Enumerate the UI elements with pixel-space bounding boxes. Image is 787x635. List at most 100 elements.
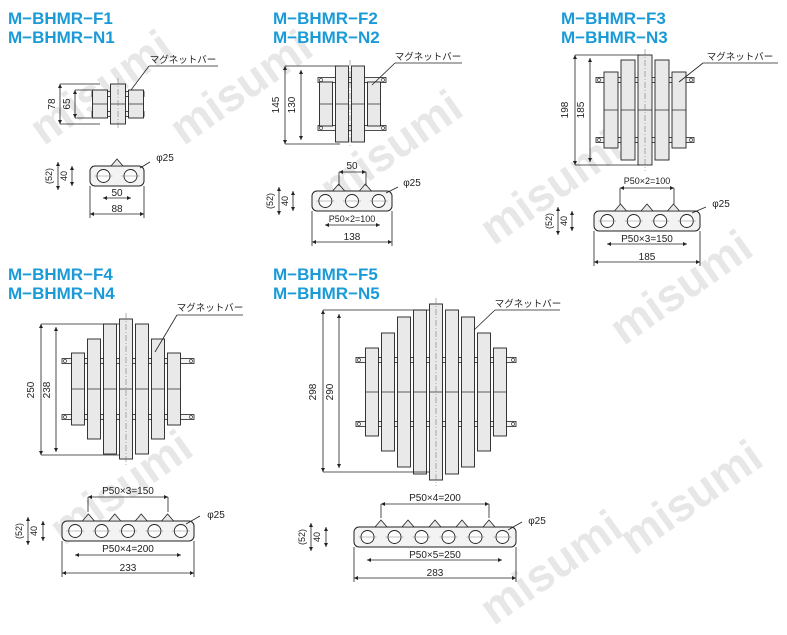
dim-text-height-outer-5: 298	[308, 383, 319, 400]
dim-bar-ref-3-arrow-top	[556, 207, 560, 211]
magnet-tooth	[666, 203, 681, 212]
dim-height-outer-3-arrow-top	[573, 55, 577, 59]
dim-text-height-inner-2: 130	[287, 96, 298, 113]
dim-pitch-5-arrow-left	[367, 558, 371, 562]
dim-text-height-outer-1: 78	[47, 98, 58, 110]
rod-nut	[597, 78, 601, 82]
dim-bar-height-5-arrow-top	[324, 527, 328, 531]
side-view-6	[353, 519, 517, 548]
front-view-3	[595, 49, 695, 171]
rod-nut	[63, 415, 67, 419]
model-code-n4: M−BHMR−N4	[8, 284, 115, 303]
dim-text-diameter-3: φ25	[712, 199, 730, 210]
dim-text-height-inner-3: 185	[576, 101, 587, 118]
front-view-5	[355, 298, 517, 486]
dim-length-5-arrow-left	[354, 576, 358, 580]
model-code-f1: M−BHMR−F1	[8, 9, 113, 28]
rod-nut	[511, 358, 515, 362]
dim-bar-height-2-arrow-top	[291, 191, 295, 195]
dim-height-outer-5-arrow-bottom	[321, 468, 325, 472]
dim-text-bar-ref-2: (52)	[265, 193, 275, 209]
dim-text-bar-height-4: 40	[29, 526, 39, 536]
dim-length-4-arrow-right	[190, 571, 194, 575]
dim-height-inner-2-arrow-bottom	[299, 136, 303, 140]
rod-nut	[597, 138, 601, 142]
dim-height-inner-3-arrow-bottom	[588, 158, 592, 162]
dim-bar-height-4-arrow-bottom	[41, 537, 45, 541]
model-code-n1: M−BHMR−N1	[8, 28, 115, 47]
leader-magnet-3	[678, 62, 704, 83]
dim-text-pitch-4: P50×4=200	[102, 544, 154, 555]
model-code-n2: M−BHMR−N2	[273, 28, 380, 47]
rod-nut	[381, 78, 385, 82]
leader-magnet-2	[371, 62, 396, 86]
dim-text-bar-ref-5: (52)	[297, 529, 307, 545]
dim-height-inner-4-arrow-bottom	[54, 448, 58, 452]
dim-height-outer-4-arrow-top	[39, 324, 43, 328]
model-title-3: M−BHMR−F3 M−BHMR−N3	[561, 9, 668, 47]
magnet-tooth	[455, 519, 469, 528]
dim-height-outer-1-arrow-top	[58, 84, 62, 88]
rod-nut	[189, 415, 193, 419]
dim-length-3-arrow-right	[696, 260, 700, 264]
model-title-5: M−BHMR−F5 M−BHMR−N5	[273, 265, 380, 303]
dim-bar-height-3-arrow-top	[570, 211, 574, 215]
leader-magnet-4	[154, 314, 178, 353]
dim-pitch-top-3-arrow-left	[620, 186, 624, 190]
dim-bar-ref-5-arrow-bottom	[309, 547, 313, 551]
magnet-tooth	[482, 519, 496, 528]
model-code-f5: M−BHMR−F5	[273, 265, 378, 284]
dim-length-1-arrow-left	[90, 212, 94, 216]
model-code-n5: M−BHMR−N5	[273, 284, 380, 303]
dim-height-outer-2-arrow-top	[283, 66, 287, 70]
magnet-bar-body	[353, 526, 517, 548]
leader-magnet-1	[130, 65, 150, 91]
dim-text-pitch-1: 50	[111, 188, 123, 199]
dim-pitch-2-arrow-left	[325, 223, 329, 227]
dim-length-4-arrow-left	[62, 571, 66, 575]
rod-nut	[63, 359, 67, 363]
dim-text-pitch-top-4: P50×3=150	[102, 486, 154, 497]
dim-text-height-outer-2: 145	[271, 96, 282, 113]
dim-height-inner-1-arrow-top	[73, 90, 77, 94]
rod-nut	[689, 138, 693, 142]
dim-bar-height-2-arrow-bottom	[291, 207, 295, 211]
dim-height-outer-4-arrow-bottom	[39, 451, 43, 455]
dim-text-height-inner-5: 290	[325, 383, 336, 400]
leader-dia-2	[385, 186, 399, 194]
dim-bar-height-5-arrow-bottom	[324, 543, 328, 547]
dim-bar-ref-2-arrow-top	[277, 187, 281, 191]
label-magnet-bar-4: マグネットバー	[177, 302, 244, 314]
dim-text-length-5: 283	[427, 568, 444, 579]
dim-pitch-5-arrow-right	[498, 558, 502, 562]
magnet-tooth	[107, 513, 122, 522]
front-view-1	[91, 78, 145, 130]
dim-pitch-4-arrow-left	[75, 553, 79, 557]
dim-height-outer-1-arrow-bottom	[58, 120, 62, 124]
dim-height-outer-2-arrow-bottom	[283, 140, 287, 144]
dim-text-bar-height-5: 40	[312, 532, 322, 542]
dim-height-inner-5-arrow-bottom	[337, 464, 341, 468]
dim-height-inner-3-arrow-top	[588, 58, 592, 62]
magnet-tooth	[110, 158, 124, 167]
dim-text-pitch-top-5: P50×4=200	[409, 493, 461, 504]
dim-length-5-arrow-right	[512, 576, 516, 580]
dim-text-height-inner-1: 65	[62, 98, 73, 110]
side-view-2	[311, 183, 393, 212]
leader-dia-4	[185, 515, 201, 525]
magnet-tooth	[134, 513, 149, 522]
dim-bar-ref-2-arrow-bottom	[277, 211, 281, 215]
dim-text-bar-ref-4: (52)	[14, 523, 24, 539]
dim-bar-height-1-arrow-bottom	[70, 182, 74, 186]
dim-bar-ref-4-arrow-top	[26, 517, 30, 521]
front-view-4	[61, 313, 195, 465]
magnet-tooth	[374, 519, 388, 528]
label-magnet-bar-2: マグネットバー	[395, 51, 462, 63]
dim-bar-ref-3-arrow-bottom	[556, 231, 560, 235]
magnet-tooth	[401, 519, 415, 528]
rod-nut	[357, 422, 361, 426]
dim-height-inner-1-arrow-bottom	[73, 114, 77, 118]
dim-height-inner-5-arrow-top	[337, 314, 341, 318]
dim-text-pitch-3: P50×3=150	[621, 234, 673, 245]
